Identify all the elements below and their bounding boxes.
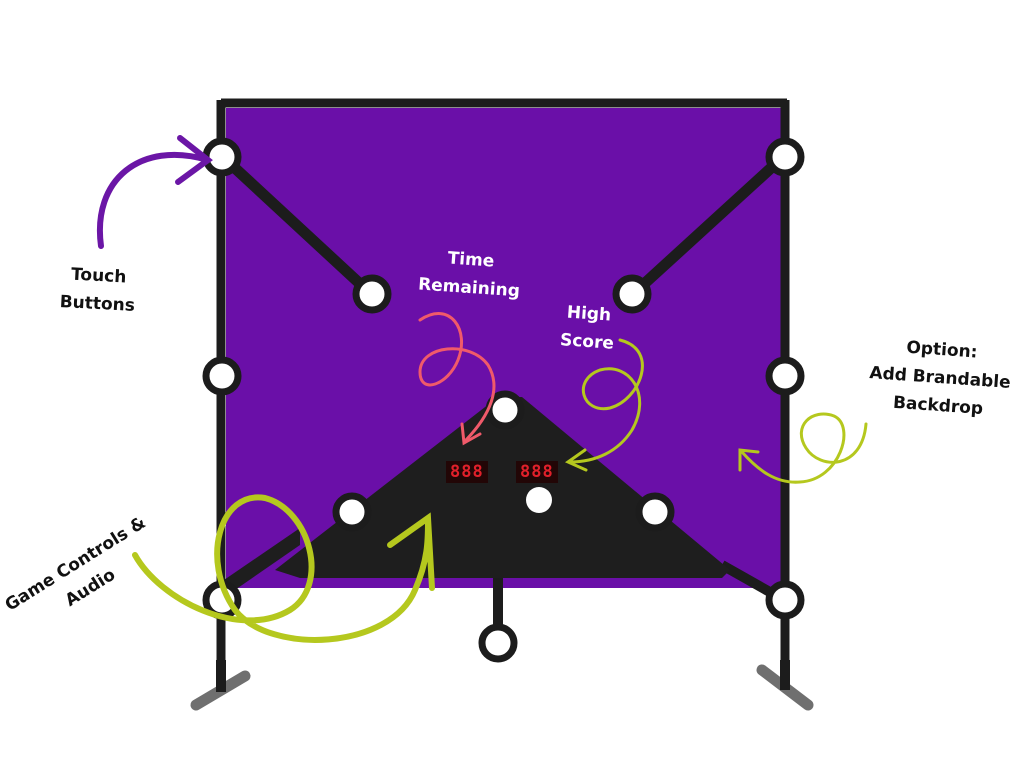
touch-button-bottom-center[interactable]: [478, 623, 518, 663]
touch-button-inner-left[interactable]: [352, 274, 392, 314]
high-score-arrow: [564, 338, 644, 472]
touch-button-bottom-right[interactable]: [765, 580, 805, 620]
time-remaining-display: 888: [446, 461, 488, 483]
high-score-label: High Score: [559, 302, 615, 354]
touch-button-inner-right[interactable]: [612, 274, 652, 314]
touch-button-mid-right[interactable]: [765, 356, 805, 396]
touch-button-panel-left[interactable]: [332, 492, 372, 532]
control-panel: [275, 397, 730, 578]
backdrop-arrow: [738, 412, 868, 484]
touch-buttons-label: Touch Buttons: [59, 264, 136, 316]
time-remaining-label: Time Remaining: [417, 248, 521, 302]
touch-buttons-arrow: [96, 135, 213, 249]
frame-feet: [190, 660, 814, 711]
time-remaining-arrow: [418, 312, 496, 446]
touch-button-top-right[interactable]: [765, 137, 805, 177]
panel-center-button[interactable]: [526, 487, 552, 513]
touch-button-panel-right[interactable]: [635, 492, 675, 532]
touch-button-mid-left[interactable]: [202, 356, 242, 396]
high-score-display: 888: [516, 461, 558, 483]
game-controls-arrow: [132, 494, 435, 643]
backdrop-option-label: Option: Add Brandable Backdrop: [868, 337, 1012, 420]
